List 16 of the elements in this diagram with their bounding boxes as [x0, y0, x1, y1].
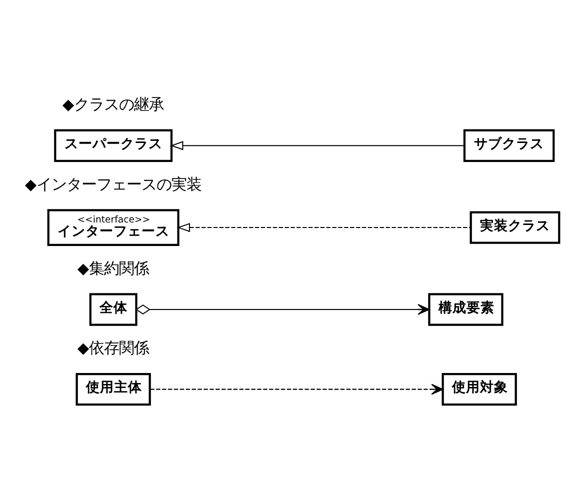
node-box: <<interface>> インターフェース	[47, 208, 180, 246]
label: ◆クラスの継承	[62, 94, 164, 113]
node-box: サブクラス	[463, 128, 555, 162]
arrow	[150, 383, 444, 394]
node-box: 実装クラス	[470, 210, 560, 244]
node-box: 構成要素	[428, 292, 504, 326]
label: ◆集約関係	[77, 258, 150, 277]
arrow	[135, 304, 430, 314]
node-box: 全体	[89, 292, 138, 326]
arrow	[170, 140, 464, 150]
label: ◆依存関係	[77, 338, 150, 357]
arrow	[176, 222, 471, 232]
label: ◆インターフェースの実装	[24, 174, 202, 193]
node-box: 使用対象	[442, 372, 517, 406]
node-box: 使用主体	[76, 372, 151, 406]
node-box: スーパークラス	[54, 128, 173, 162]
